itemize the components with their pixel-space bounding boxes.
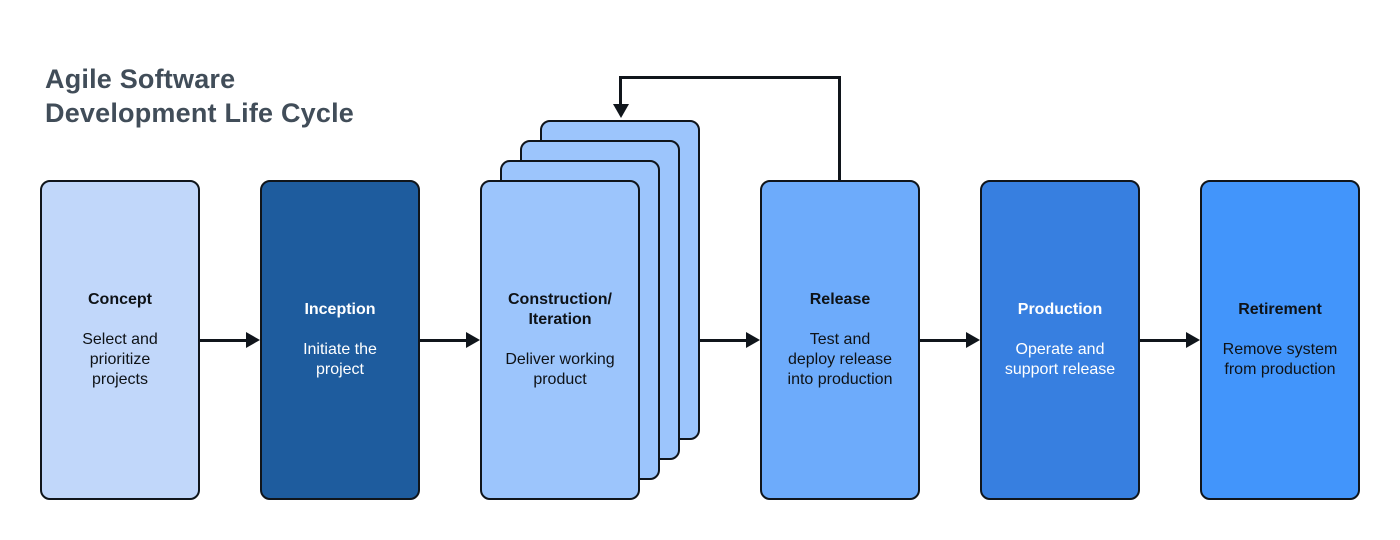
stage-release: Release Test and deploy release into pro… [760,180,920,500]
stage-heading: Inception [304,301,376,318]
arrowhead-right-icon [246,332,260,348]
arrow-shaft [700,338,746,342]
arrow-construction-to-release [700,332,760,348]
stage-description: Deliver working product [505,351,615,388]
stage-concept: Concept Select and prioritize projects [40,180,200,500]
stage-description: Operate and support release [1004,341,1116,378]
stage-retirement: Retirement Remove system from production [1200,180,1360,500]
stage-description: Test and deploy release into production [787,331,893,388]
stage-heading: Concept [88,291,152,308]
title-line-2: Development Life Cycle [45,98,354,128]
arrowhead-right-icon [966,332,980,348]
feedback-line-left [619,76,622,105]
stage-production: Production Operate and support release [980,180,1140,500]
stage-description: Remove system from production [1222,341,1338,378]
arrow-shaft [1140,338,1186,342]
arrowhead-right-icon [466,332,480,348]
stage-inception: Inception Initiate the project [260,180,420,500]
arrow-production-to-retirement [1140,332,1200,348]
arrow-concept-to-inception [200,332,260,348]
stage-description: Select and prioritize projects [82,331,158,388]
stage-heading: Production [1017,301,1103,318]
arrowhead-right-icon [746,332,760,348]
stage-heading: Construction/ Iteration [508,291,612,328]
stage-description: Initiate the project [303,341,377,378]
feedback-line-right [838,76,841,180]
arrow-shaft [200,338,246,342]
arrow-inception-to-construction [420,332,480,348]
feedback-line-top [619,76,841,79]
stage-heading: Release [809,291,871,308]
title-line-1: Agile Software [45,64,236,94]
stage-heading: Retirement [1238,301,1322,318]
feedback-arrowhead-down-icon [612,104,629,118]
arrowhead-right-icon [1186,332,1200,348]
feedback-loop-release-to-construction [612,76,841,180]
arrow-shaft [920,338,966,342]
stage-construction-iteration: Construction/ Iteration Deliver working … [480,180,640,500]
arrow-shaft [420,338,466,342]
arrow-release-to-production [920,332,980,348]
